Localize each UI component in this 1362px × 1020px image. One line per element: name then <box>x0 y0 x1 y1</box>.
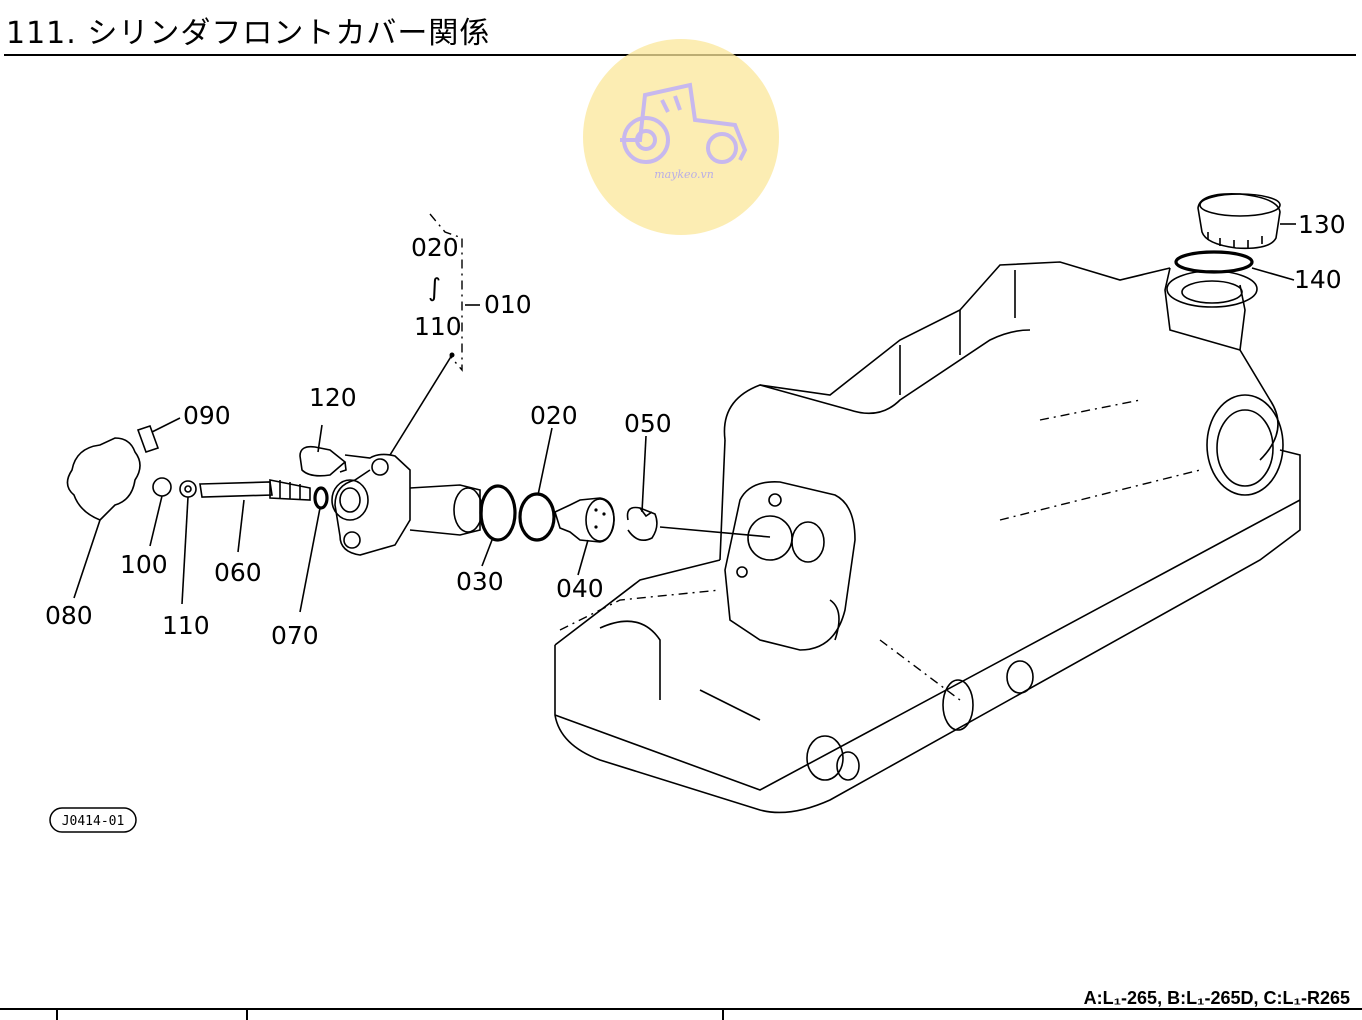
callout-140: 140 <box>1294 265 1342 294</box>
footer-column-divider <box>246 1008 248 1020</box>
callout-010: 010 <box>484 290 532 319</box>
watermark-logo: maykeo.vn <box>583 39 779 235</box>
callout-030: 030 <box>456 567 504 596</box>
drawing-reference-badge: J0414-01 <box>49 807 137 833</box>
leader-lines <box>73 213 647 613</box>
footer-rule <box>0 1008 1362 1010</box>
callout-080: 080 <box>45 601 93 630</box>
page-title: 111. シリンダフロントカバー関係 <box>6 16 491 51</box>
callout-050: 050 <box>624 409 672 438</box>
tractor-icon <box>620 82 748 164</box>
drawing-reference-code: J0414-01 <box>62 814 125 829</box>
callout-120: 120 <box>309 383 357 412</box>
oil-filler-cap <box>1197 192 1296 250</box>
callout-060: 060 <box>214 558 262 587</box>
callout-100: 100 <box>120 550 168 579</box>
footer-column-divider <box>56 1008 58 1020</box>
callout-020-range-start: 020 <box>411 233 459 262</box>
callout-020: 020 <box>530 401 578 430</box>
footer-column-divider <box>722 1008 724 1020</box>
callout-070: 070 <box>271 621 319 650</box>
callout-040: 040 <box>556 574 604 603</box>
range-tilde: ∫ <box>428 273 441 302</box>
callout-labels: 020 ∫ 110 010 120 090 100 110 060 070 08… <box>45 210 1346 650</box>
watermark-text: maykeo.vn <box>654 168 714 181</box>
o-ring-140 <box>1174 250 1254 274</box>
callout-130: 130 <box>1298 210 1346 239</box>
callout-110: 110 <box>162 611 210 640</box>
shaft-assembly <box>66 424 771 556</box>
cylinder-front-cover-housing <box>554 261 1301 814</box>
applicable-models: A:L₁-265, B:L₁-265D, C:L₁-R265 <box>1083 988 1350 1008</box>
callout-110-range-end: 110 <box>414 312 462 341</box>
callout-090: 090 <box>183 401 231 430</box>
